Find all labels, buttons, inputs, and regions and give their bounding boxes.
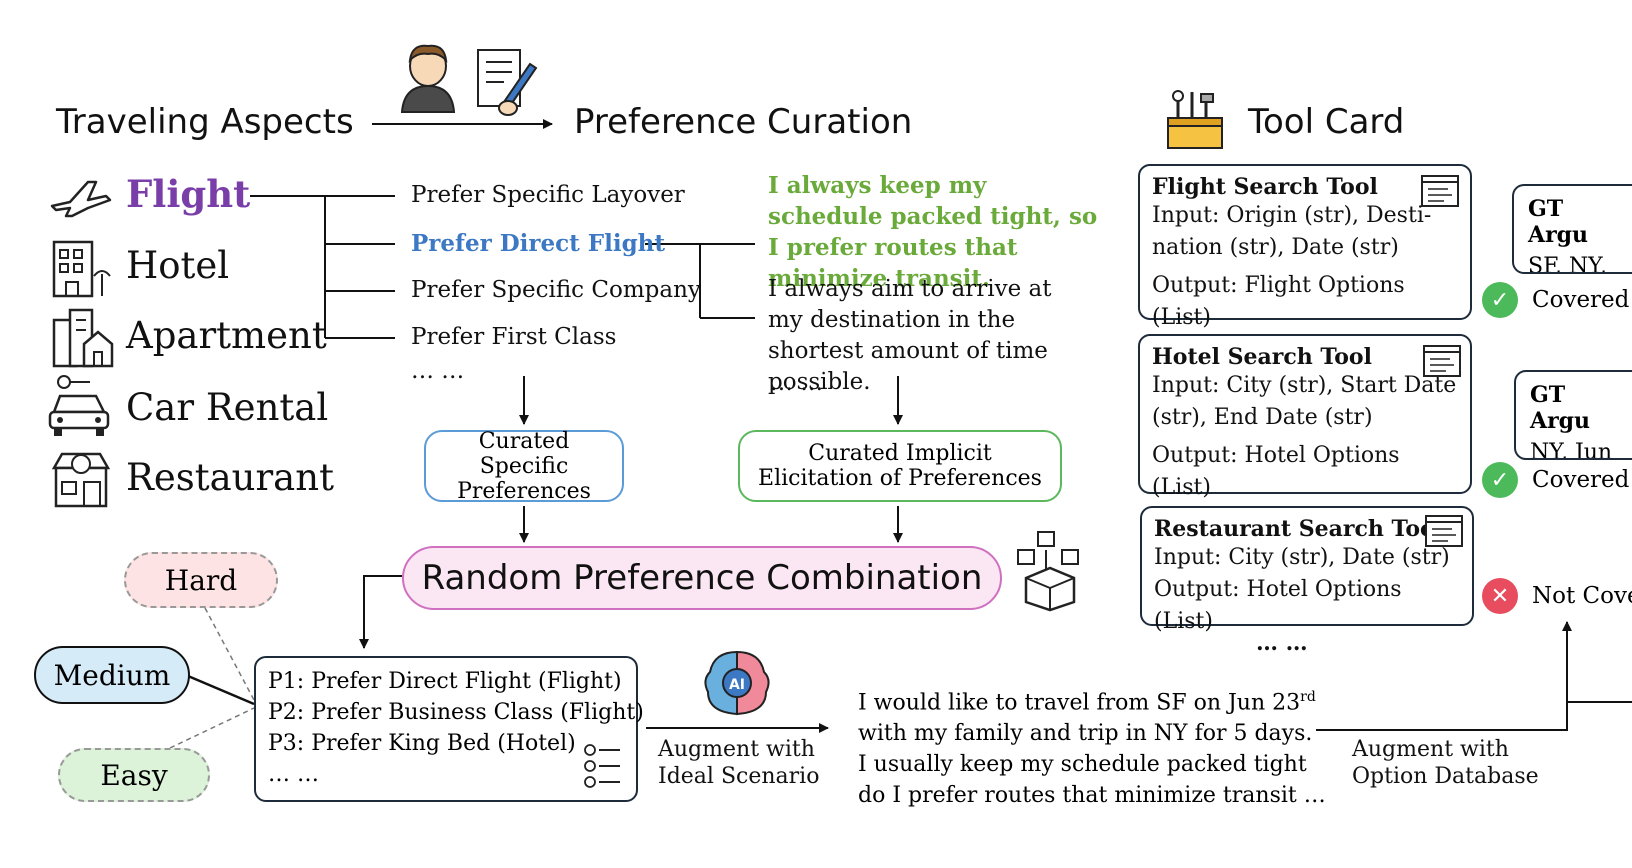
augment-ideal-label: Augment with Ideal Scenario xyxy=(658,737,820,789)
checklist-icon xyxy=(584,744,620,788)
query-line: I usually keep my schedule packed tight xyxy=(858,752,1307,778)
check-icon: ✓ xyxy=(1482,462,1518,498)
preference-list-item: P2: Prefer Business Class (Flight) xyxy=(268,700,644,725)
arrow-query-option xyxy=(1316,621,1572,731)
difficulty-easy-label: Easy xyxy=(100,758,168,792)
tool-line: (str), End Date (str) xyxy=(1152,405,1373,430)
traveling-aspects-heading: Traveling Aspects xyxy=(56,102,354,142)
query-line: do I prefer routes that minimize transit… xyxy=(858,783,1326,809)
preference-list-item: P1: Prefer Direct Flight (Flight) xyxy=(268,669,622,694)
easy-link xyxy=(169,707,255,749)
tool-line: Input: Origin (str), Desti- xyxy=(1152,203,1432,228)
airplane-icon xyxy=(50,180,112,218)
quote-packed-tight: I always keep my schedule packed tight, … xyxy=(768,172,1098,292)
difficulty-easy: Easy xyxy=(58,748,210,802)
curated-specific-box: Curated Specific Preferences xyxy=(424,428,624,504)
cross-icon: ✕ xyxy=(1482,578,1518,614)
restaurant-search-tool-card: Restaurant Search Tool Input: City (str)… xyxy=(1140,506,1474,634)
pref-ellipsis: … … xyxy=(411,358,465,384)
tool-line: Output: Flight Options (List) xyxy=(1152,273,1405,330)
tools-ellipsis: … … xyxy=(1256,630,1308,656)
hotel-icon xyxy=(52,240,111,298)
arrow-combo-list xyxy=(359,575,402,649)
aspect-flight: Flight xyxy=(126,172,251,216)
gt-argument-value: NY, Jun 2 xyxy=(1530,440,1613,460)
tool-card-heading: Tool Card xyxy=(1248,102,1405,142)
car-icon xyxy=(48,375,110,436)
status-label: Covered xyxy=(1532,287,1630,313)
tool-name: Flight Search Tool xyxy=(1152,174,1378,200)
gt-argument-box: GT Argu SF, NY, Ju xyxy=(1512,184,1632,274)
writing-icon xyxy=(477,49,538,116)
difficulty-medium: Medium xyxy=(34,646,190,704)
gt-argument-value: SF, NY, Ju xyxy=(1528,254,1607,274)
status-not-covered: ✕ Not Cove xyxy=(1482,578,1632,614)
quote-ellipsis: … … xyxy=(770,370,824,396)
pref-first-class: Prefer First Class xyxy=(411,324,617,350)
flight-tree xyxy=(250,195,395,339)
status-label: Covered xyxy=(1532,467,1630,493)
preference-list-item: … … xyxy=(268,762,319,787)
tool-line: Output: Hotel Options (List) xyxy=(1152,443,1400,500)
aspect-hotel: Hotel xyxy=(126,244,230,287)
aspect-restaurant: Restaurant xyxy=(126,456,334,499)
toolbox-icon xyxy=(1167,90,1223,149)
random-combination-label: Random Preference Combination xyxy=(421,558,983,598)
tool-line: Input: City (str), Start Date xyxy=(1152,373,1457,398)
difficulty-hard: Hard xyxy=(124,552,278,608)
augment-option-label: Augment with Option Database xyxy=(1352,737,1539,789)
pref-specific-layover: Prefer Specific Layover xyxy=(411,182,685,208)
hotel-search-tool-card: Hotel Search Tool Input: City (str), Sta… xyxy=(1138,334,1472,500)
person-icon xyxy=(400,44,456,113)
tool-name: Restaurant Search Tool xyxy=(1154,516,1444,542)
tool-line: Output: Hotel Options (List) xyxy=(1154,577,1402,634)
tool-line: Input: City (str), Date (str) xyxy=(1154,545,1450,570)
query-line: I would like to travel from SF on Jun 23… xyxy=(858,689,1316,716)
user-query: I would like to travel from SF on Jun 23… xyxy=(858,682,1326,811)
status-label: Not Cove xyxy=(1532,583,1632,609)
document-icon xyxy=(1425,515,1463,547)
random-combination-box: Random Preference Combination xyxy=(402,546,1002,610)
aspect-apartment: Apartment xyxy=(126,314,327,357)
status-covered: ✓ Covered xyxy=(1482,282,1629,318)
boxes-icon xyxy=(1017,531,1079,612)
curated-implicit-box: Curated Implicit Elicitation of Preferen… xyxy=(738,430,1062,502)
document-icon xyxy=(1423,345,1461,377)
document-icon xyxy=(1421,175,1459,207)
gt-argument-box: GT Argu NY, Jun 2 xyxy=(1514,370,1632,460)
direct-flight-tree xyxy=(645,243,755,319)
preference-list-item: P3: Prefer King Bed (Hotel) xyxy=(268,731,576,756)
preference-list-box: P1: Prefer Direct Flight (Flight) P2: Pr… xyxy=(254,656,644,802)
difficulty-hard-label: Hard xyxy=(164,563,238,597)
curated-implicit-label: Curated Implicit Elicitation of Preferen… xyxy=(758,441,1042,491)
restaurant-icon xyxy=(51,452,111,508)
query-line: with my family and trip in NY for 5 days… xyxy=(858,721,1313,747)
pref-specific-company: Prefer Specific Company xyxy=(411,277,701,303)
apartment-icon xyxy=(52,308,114,368)
tool-line: nation (str), Date (str) xyxy=(1152,235,1399,260)
difficulty-medium-label: Medium xyxy=(53,658,171,692)
ai-brain-icon: AI xyxy=(704,650,770,716)
preference-curation-heading: Preference Curation xyxy=(574,102,913,142)
curated-specific-label: Curated Specific Preferences xyxy=(457,428,591,504)
query-superscript: rd xyxy=(1300,689,1316,705)
aspect-car-rental: Car Rental xyxy=(126,386,329,429)
medium-link xyxy=(187,674,255,706)
gt-argument-name: GT Argu xyxy=(1530,382,1591,434)
status-covered: ✓ Covered xyxy=(1482,462,1629,498)
tool-name: Hotel Search Tool xyxy=(1152,344,1372,370)
pref-direct-flight: Prefer Direct Flight xyxy=(411,230,665,257)
quote-shortest-time: I always aim to arrive at my destination… xyxy=(768,276,1052,395)
flight-search-tool-card: Flight Search Tool Input: Origin (str), … xyxy=(1138,164,1472,330)
svg-text:AI: AI xyxy=(729,677,745,693)
gt-argument-name: GT Argu xyxy=(1528,196,1589,248)
check-icon: ✓ xyxy=(1482,282,1518,318)
